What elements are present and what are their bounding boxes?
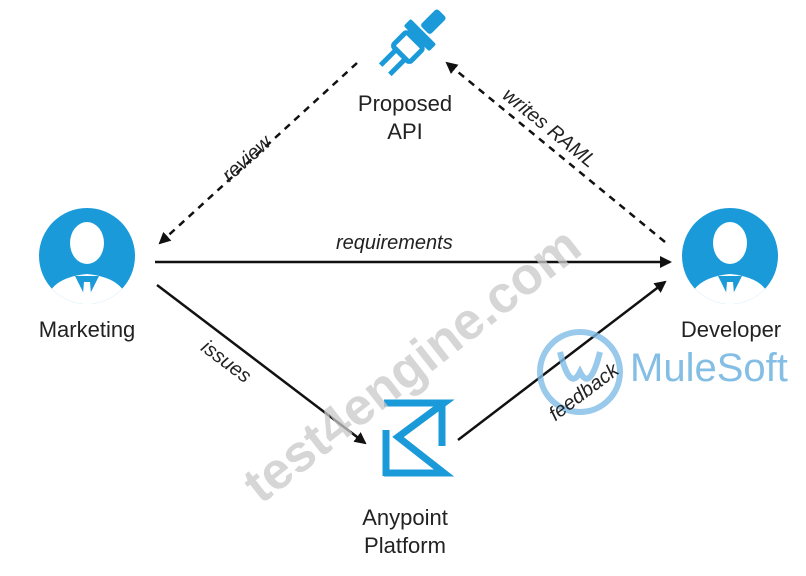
review-arrow	[158, 62, 358, 245]
issues-arrow	[156, 284, 367, 445]
proposed-api-line1: Proposed	[357, 91, 453, 116]
plug-icon	[378, 9, 446, 77]
brand-watermark: MuleSoft	[630, 346, 788, 390]
marketing-label: Marketing	[38, 317, 136, 342]
anypoint-logo-icon	[382, 399, 455, 477]
anypoint-platform-label: Anypoint Platform	[338, 504, 472, 560]
anypoint-line1: Anypoint	[362, 505, 448, 530]
anypoint-line2: Platform	[364, 533, 446, 558]
marketing-avatar-icon	[39, 208, 135, 304]
writes-raml-arrow	[445, 61, 666, 243]
proposed-api-line2: API	[387, 119, 423, 144]
developer-label: Developer	[680, 317, 782, 342]
proposed-api-label: Proposed API	[340, 90, 470, 146]
developer-avatar-icon	[682, 208, 778, 304]
requirements-edge-label: requirements	[336, 232, 453, 254]
mulesoft-logo-icon	[537, 329, 623, 415]
